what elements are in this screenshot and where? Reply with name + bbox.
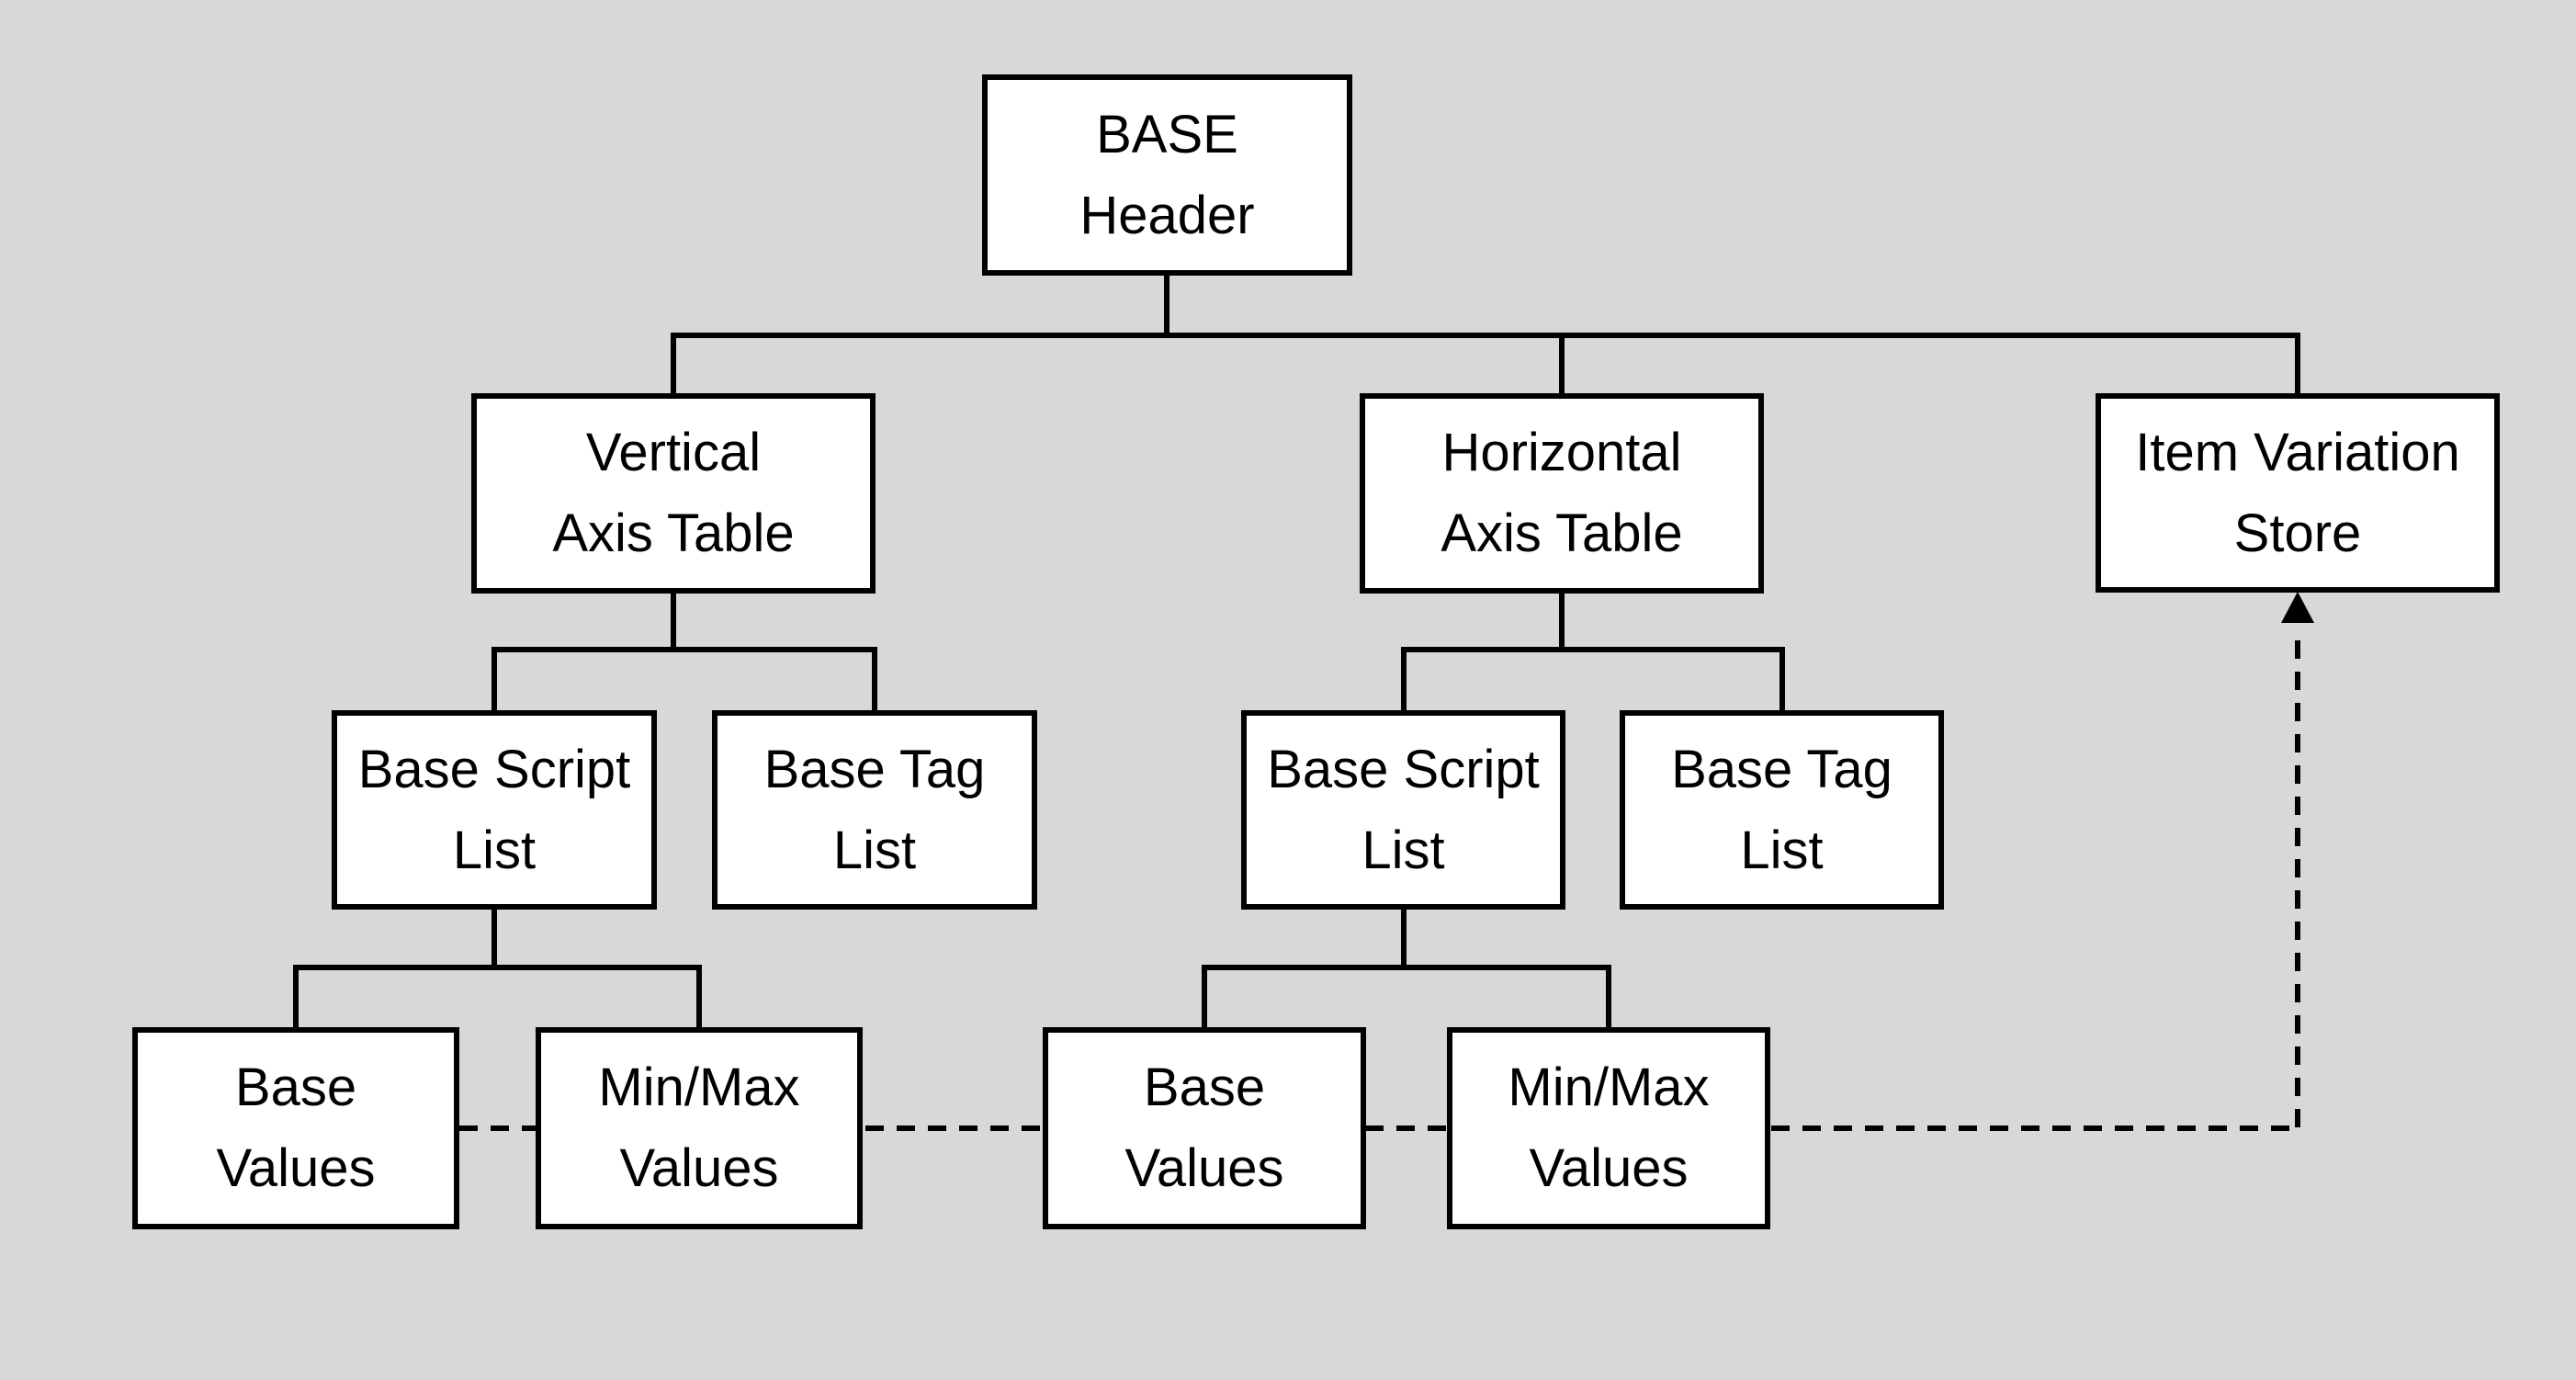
node-vertical-minmax-values: Min/Max Values <box>536 1027 863 1229</box>
connector-drop-h-tag-list <box>1779 647 1785 710</box>
node-label-line: Values <box>216 1138 376 1198</box>
connector-v-script-riser <box>491 910 497 970</box>
connector-hat-riser <box>1559 594 1565 652</box>
connector-drop-v-minmax <box>696 965 702 1027</box>
node-label-line: List <box>832 820 917 880</box>
node-label-line: List <box>1361 820 1445 880</box>
connector-vat-riser <box>671 594 676 652</box>
connector-drop-v-script-list <box>491 647 497 710</box>
arrowhead-into-item-variation-store <box>2281 592 2314 623</box>
node-horizontal-base-script-list: Base Script List <box>1241 710 1565 910</box>
node-label-line: Header <box>1079 185 1255 245</box>
node-label-line: Item Variation <box>2135 422 2460 482</box>
node-label-line: Base Tag <box>1671 739 1892 799</box>
connector-bus-v-script-children <box>293 965 702 970</box>
connector-h-script-riser <box>1401 910 1407 970</box>
node-horizontal-base-tag-list: Base Tag List <box>1620 710 1944 910</box>
connector-bus-hat-children <box>1401 647 1785 652</box>
node-label-line: Min/Max <box>1508 1058 1710 1117</box>
node-label-line: Horizontal <box>1441 423 1682 482</box>
node-label-line: Values <box>619 1138 779 1198</box>
connector-drop-horizontal-axis <box>1559 333 1565 393</box>
node-label-line: BASE <box>1096 104 1238 164</box>
connector-drop-v-base-values <box>293 965 299 1027</box>
connector-drop-vertical-axis <box>671 333 676 393</box>
node-label-line: Vertical <box>585 423 762 482</box>
node-horizontal-minmax-values: Min/Max Values <box>1447 1027 1770 1229</box>
node-label-line: Axis Table <box>552 503 795 563</box>
node-label-line: Axis Table <box>1441 503 1683 563</box>
node-label-line: Base Tag <box>763 739 986 799</box>
node-label-line: List <box>452 820 537 880</box>
connector-drop-h-script-list <box>1401 647 1407 710</box>
node-label-line: Base Script <box>1267 739 1540 799</box>
node-label-line: Min/Max <box>598 1058 800 1117</box>
connector-drop-v-tag-list <box>872 647 877 710</box>
node-vertical-axis-table: Vertical Axis Table <box>471 393 876 594</box>
node-label-line: Base <box>1143 1058 1266 1117</box>
node-base-header: BASE Header <box>982 74 1352 276</box>
dashed-connector-store-riser <box>2295 640 2300 1131</box>
node-horizontal-axis-table: Horizontal Axis Table <box>1360 393 1764 594</box>
connector-bus-vat-children <box>491 647 877 652</box>
connector-drop-item-variation <box>2295 333 2300 393</box>
node-label-line: List <box>1740 820 1824 880</box>
node-label-line: Store <box>2233 503 2362 563</box>
connector-bus-level1 <box>671 333 2300 338</box>
node-label-line: Values <box>1529 1138 1689 1198</box>
node-label-line: Base <box>234 1058 357 1117</box>
node-vertical-base-values: Base Values <box>132 1027 459 1229</box>
dashed-connector-values-chain <box>459 1125 2300 1131</box>
node-horizontal-base-values: Base Values <box>1043 1027 1366 1229</box>
connector-bus-h-script-children <box>1202 965 1611 970</box>
connector-drop-h-base-values <box>1202 965 1207 1027</box>
connector-header-riser <box>1164 276 1169 338</box>
node-label-line: Base Script <box>357 739 631 799</box>
connector-drop-h-minmax <box>1606 965 1611 1027</box>
node-vertical-base-script-list: Base Script List <box>332 710 657 910</box>
node-item-variation-store: Item Variation Store <box>2096 393 2500 593</box>
node-vertical-base-tag-list: Base Tag List <box>712 710 1037 910</box>
node-label-line: Values <box>1124 1138 1284 1198</box>
